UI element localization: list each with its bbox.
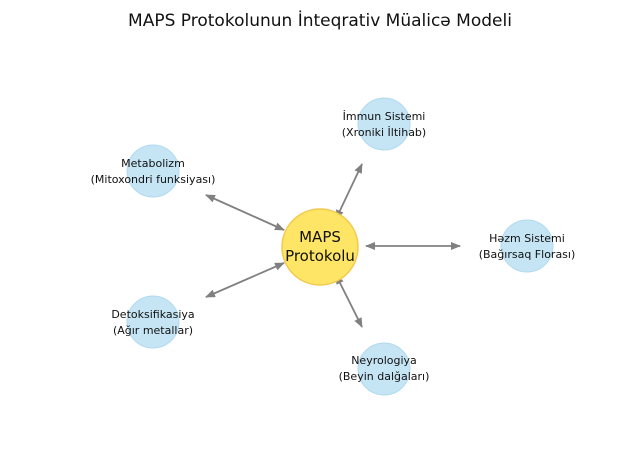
node-digestive-system-subtitle: (Bağırsaq Florası) (479, 248, 576, 261)
center-node-circle (281, 208, 359, 286)
node-metabolism-circle (126, 144, 180, 198)
center-node: MAPS Protokolu (281, 208, 359, 286)
node-metabolism-subtitle: (Mitoxondri funksiyası) (91, 173, 216, 186)
node-detoxification-title: Detoksifikasiya (111, 308, 194, 321)
node-immune-system-circle (357, 97, 411, 151)
arrow-center-neurology (335, 274, 363, 328)
node-immune-system-title: İmmun Sistemi (343, 110, 426, 123)
arrow-center-detox (205, 262, 285, 298)
connectors (205, 163, 461, 328)
node-metabolism-title: Metabolizm (121, 157, 185, 170)
arrow-center-metabolism (205, 194, 285, 231)
node-detoxification-circle (126, 295, 180, 349)
arrow-center-immune (335, 163, 363, 220)
diagram-title: MAPS Protokolunun İnteqrativ Müalicə Mod… (128, 10, 512, 31)
node-neurology-circle (357, 342, 411, 396)
node-neurology-subtitle: (Beyin dalğaları) (339, 370, 430, 383)
node-immune-system: İmmun Sistemi (Xroniki İltihab) (342, 97, 426, 151)
node-neurology-title: Neyrologiya (351, 354, 417, 367)
node-digestive-system: Həzm Sistemi (Bağırsaq Florası) (479, 219, 576, 273)
node-digestive-system-circle (500, 219, 554, 273)
node-metabolism: Metabolizm (Mitoxondri funksiyası) (91, 144, 216, 198)
node-digestive-system-title: Həzm Sistemi (489, 232, 565, 245)
node-detoxification: Detoksifikasiya (Ağır metallar) (111, 295, 195, 349)
node-detoxification-subtitle: (Ağır metallar) (113, 324, 193, 337)
node-immune-system-subtitle: (Xroniki İltihab) (342, 126, 426, 139)
center-node-line1: MAPS (299, 228, 341, 246)
center-node-line2: Protokolu (285, 247, 355, 265)
node-neurology: Neyrologiya (Beyin dalğaları) (339, 342, 430, 396)
